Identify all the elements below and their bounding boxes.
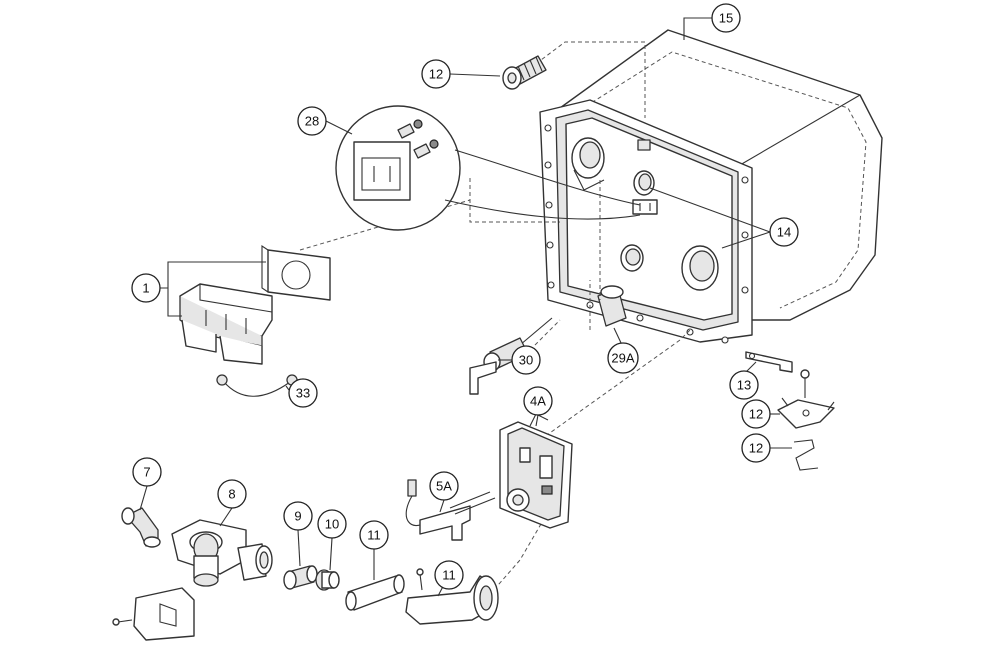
callout-11-tube-label: 11: [367, 528, 381, 543]
callout-14-label: 14: [777, 225, 791, 240]
callout-30: 30: [511, 345, 541, 375]
callout-1: 1: [131, 273, 161, 303]
callout-14: 14: [769, 217, 799, 247]
callout-7: 7: [132, 457, 162, 487]
callout-15: 15: [711, 3, 741, 33]
callout-9-label: 9: [294, 509, 301, 524]
callout-10-label: 10: [325, 517, 339, 532]
elbow-fitting-part: [121, 507, 161, 548]
callout-12-top: 12: [421, 59, 451, 89]
callout-8-label: 8: [228, 487, 235, 502]
callout-29A-label: 29A: [611, 351, 634, 366]
callout-33: 33: [288, 378, 318, 408]
callout-9: 9: [283, 501, 313, 531]
callout-28: 28: [297, 106, 327, 136]
callout-12-mid: 12: [741, 399, 771, 429]
control-board-part: [499, 413, 573, 529]
callout-29A: 29A: [607, 342, 639, 374]
callout-13: 13: [729, 370, 759, 400]
wire-lead-part: [216, 374, 298, 397]
callout-12-low-label: 12: [749, 441, 763, 456]
callout-12-top-label: 12: [429, 67, 443, 82]
callout-13-label: 13: [737, 378, 751, 393]
callout-5A-label: 5A: [436, 479, 452, 494]
orifice-parts: [283, 565, 340, 591]
callout-11-burner-label: 11: [442, 568, 456, 583]
spring-screw-part: [502, 55, 547, 90]
callout-4A-label: 4A: [530, 394, 546, 409]
sensor-bracket-part: [405, 479, 496, 541]
callout-15-label: 15: [719, 11, 733, 26]
callout-11-tube: 11: [359, 520, 389, 550]
cover-housing-part: [179, 244, 331, 365]
callout-12-mid-label: 12: [749, 407, 763, 422]
callout-12-low: 12: [741, 433, 771, 463]
callout-5A: 5A: [429, 471, 459, 501]
small-brackets: [745, 351, 835, 471]
detail-magnifier: [335, 105, 641, 231]
callout-10: 10: [317, 509, 347, 539]
callout-30-label: 30: [519, 353, 533, 368]
callout-7-label: 7: [143, 465, 150, 480]
callout-1-label: 1: [142, 281, 149, 296]
gas-valve-part: [112, 519, 273, 641]
callout-33-label: 33: [296, 386, 310, 401]
burner-parts: [345, 568, 499, 625]
callout-11-burner: 11: [434, 560, 464, 590]
callout-8: 8: [217, 479, 247, 509]
callout-4A: 4A: [523, 386, 553, 416]
callout-28-label: 28: [305, 114, 319, 129]
water-heater-tank: [539, 29, 883, 344]
